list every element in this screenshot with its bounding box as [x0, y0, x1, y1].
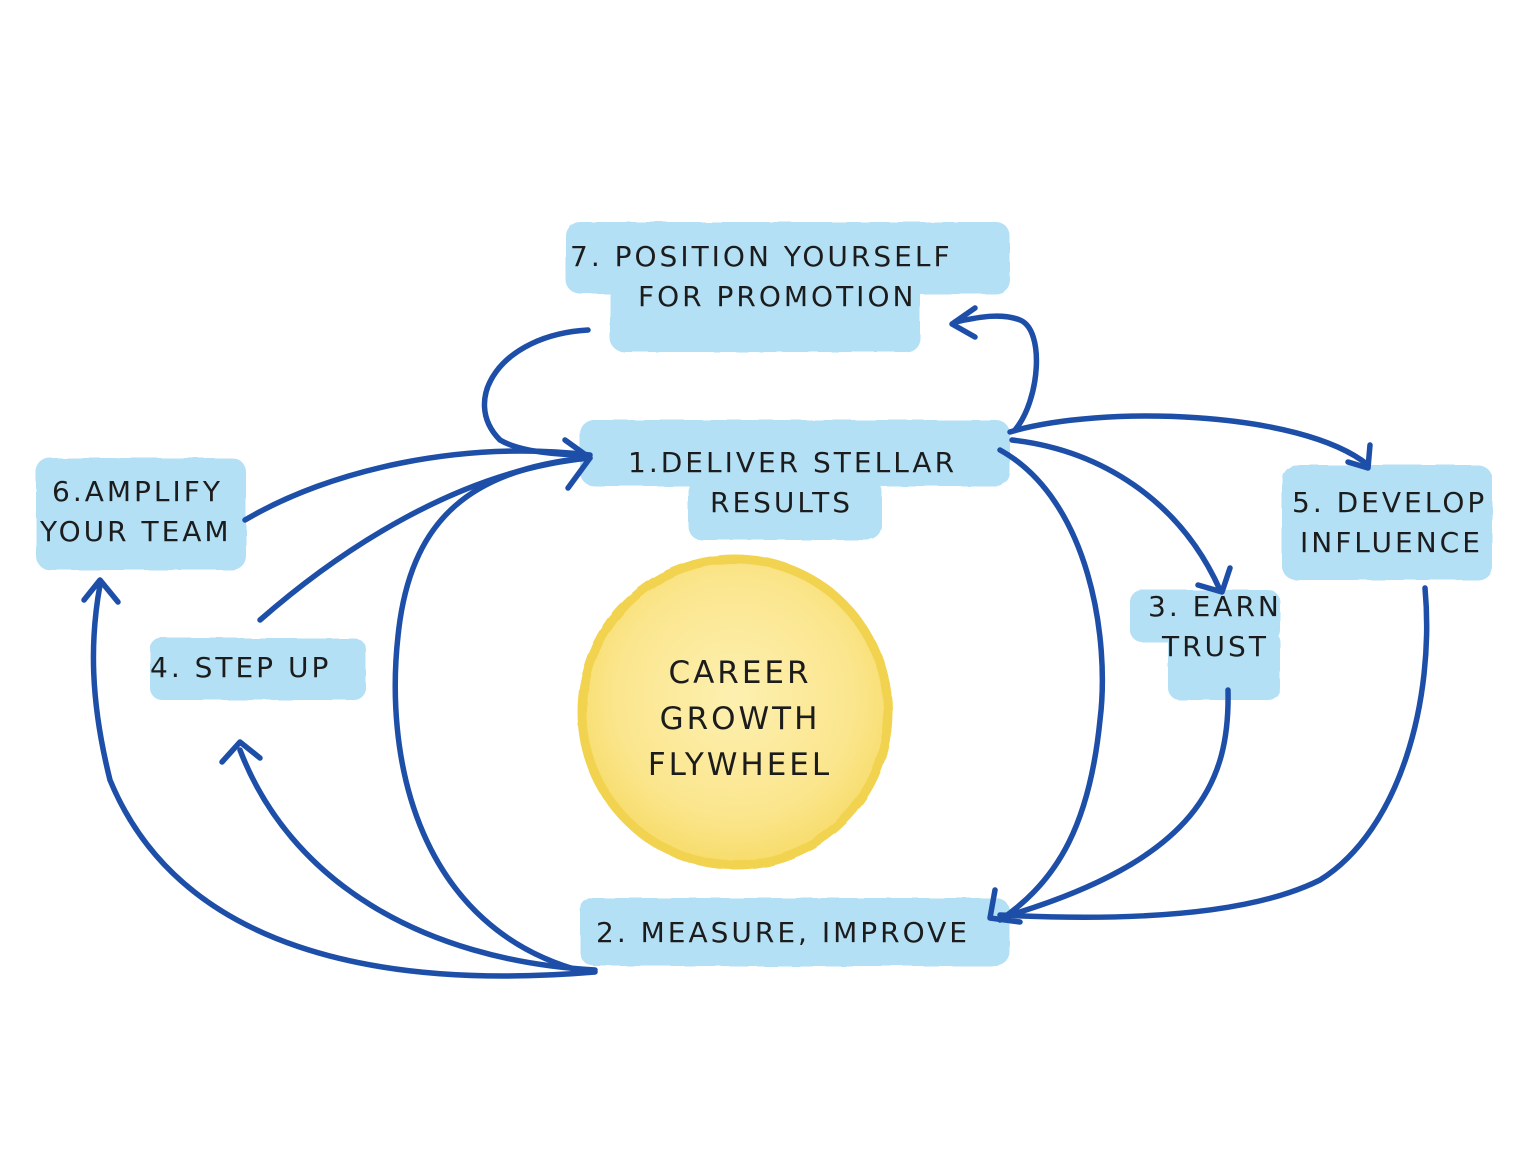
highlight-step-7-line-2	[610, 280, 920, 352]
arrowhead-into-6	[81, 577, 121, 605]
center-line-2: GROWTH	[659, 701, 821, 737]
arrowhead-into-2	[987, 887, 1023, 925]
highlight-step-1-line-1	[580, 420, 1010, 486]
step-5-line-1: 5. DEVELOP	[1292, 486, 1488, 519]
highlight-step-3-line-2	[1168, 630, 1280, 700]
arrow-6-to-1	[242, 448, 593, 523]
arrow-1-to-3	[1009, 437, 1223, 593]
step-1-line-1: 1.DELIVER STELLAR	[628, 446, 958, 479]
step-6-line-2: YOUR TEAM	[40, 515, 232, 548]
arrow-5-to-2	[997, 585, 1430, 921]
hub-circle	[577, 554, 893, 870]
step-2-line-1: 2. MEASURE, IMPROVE	[596, 916, 970, 949]
arrow-1-to-7	[952, 313, 1040, 433]
highlight-blocks	[36, 222, 1492, 966]
arrows	[81, 305, 1430, 979]
highlight-step-5	[1282, 465, 1492, 580]
arrow-2-to-6	[90, 582, 598, 979]
highlight-step-6	[36, 458, 246, 570]
step-7-line-1: 7. POSITION YOURSELF	[570, 240, 953, 273]
step-1-line-2: RESULTS	[710, 486, 854, 519]
arrowhead-1-to-5	[1345, 442, 1373, 471]
center-title: CAREER GROWTH FLYWHEEL	[590, 650, 890, 788]
arrowhead-1-to-3	[1195, 565, 1233, 595]
step-6-line-1: 6.AMPLIFY	[52, 475, 223, 508]
arrow-1-to-5	[1007, 413, 1371, 468]
highlight-step-1-line-2	[688, 478, 882, 540]
step-4-line-1: 4. STEP UP	[150, 651, 332, 684]
step-5-label: 5. DEVELOP INFLUENCE	[1292, 483, 1487, 563]
highlight-step-4	[150, 638, 366, 700]
step-1-label: 1.DELIVER STELLAR RESULTS	[628, 443, 957, 523]
arrow-3-to-2	[997, 687, 1231, 921]
step-3-line-1: 3. EARN	[1148, 590, 1282, 623]
arrow-7-to-1	[481, 327, 591, 458]
step-7-line-2: FOR PROMOTION	[638, 280, 917, 313]
arrowhead-into-4	[219, 739, 263, 765]
arrowhead-1-to-7	[949, 305, 978, 340]
step-2-label: 2. MEASURE, IMPROVE	[596, 913, 970, 953]
center-line-1: CAREER	[668, 655, 812, 691]
step-7-label: 7. POSITION YOURSELF FOR PROMOTION	[570, 237, 953, 317]
center-line-3: FLYWHEEL	[647, 747, 833, 783]
step-3-line-2: TRUST	[1162, 630, 1269, 663]
arrow-2-to-4	[237, 747, 598, 973]
arrow-1-to-2	[997, 447, 1106, 923]
step-5-line-2: INFLUENCE	[1300, 526, 1483, 559]
step-6-label: 6.AMPLIFY YOUR TEAM	[40, 472, 232, 552]
highlight-step-2	[580, 898, 1010, 966]
highlight-step-3-line-1	[1130, 590, 1280, 642]
step-4-label: 4. STEP UP	[150, 648, 331, 688]
step-3-label: 3. EARN TRUST	[1148, 587, 1282, 667]
arrow-2-to-1	[392, 455, 588, 975]
arrowhead-into-1	[562, 437, 593, 491]
highlight-step-7-line-1	[566, 222, 1010, 294]
